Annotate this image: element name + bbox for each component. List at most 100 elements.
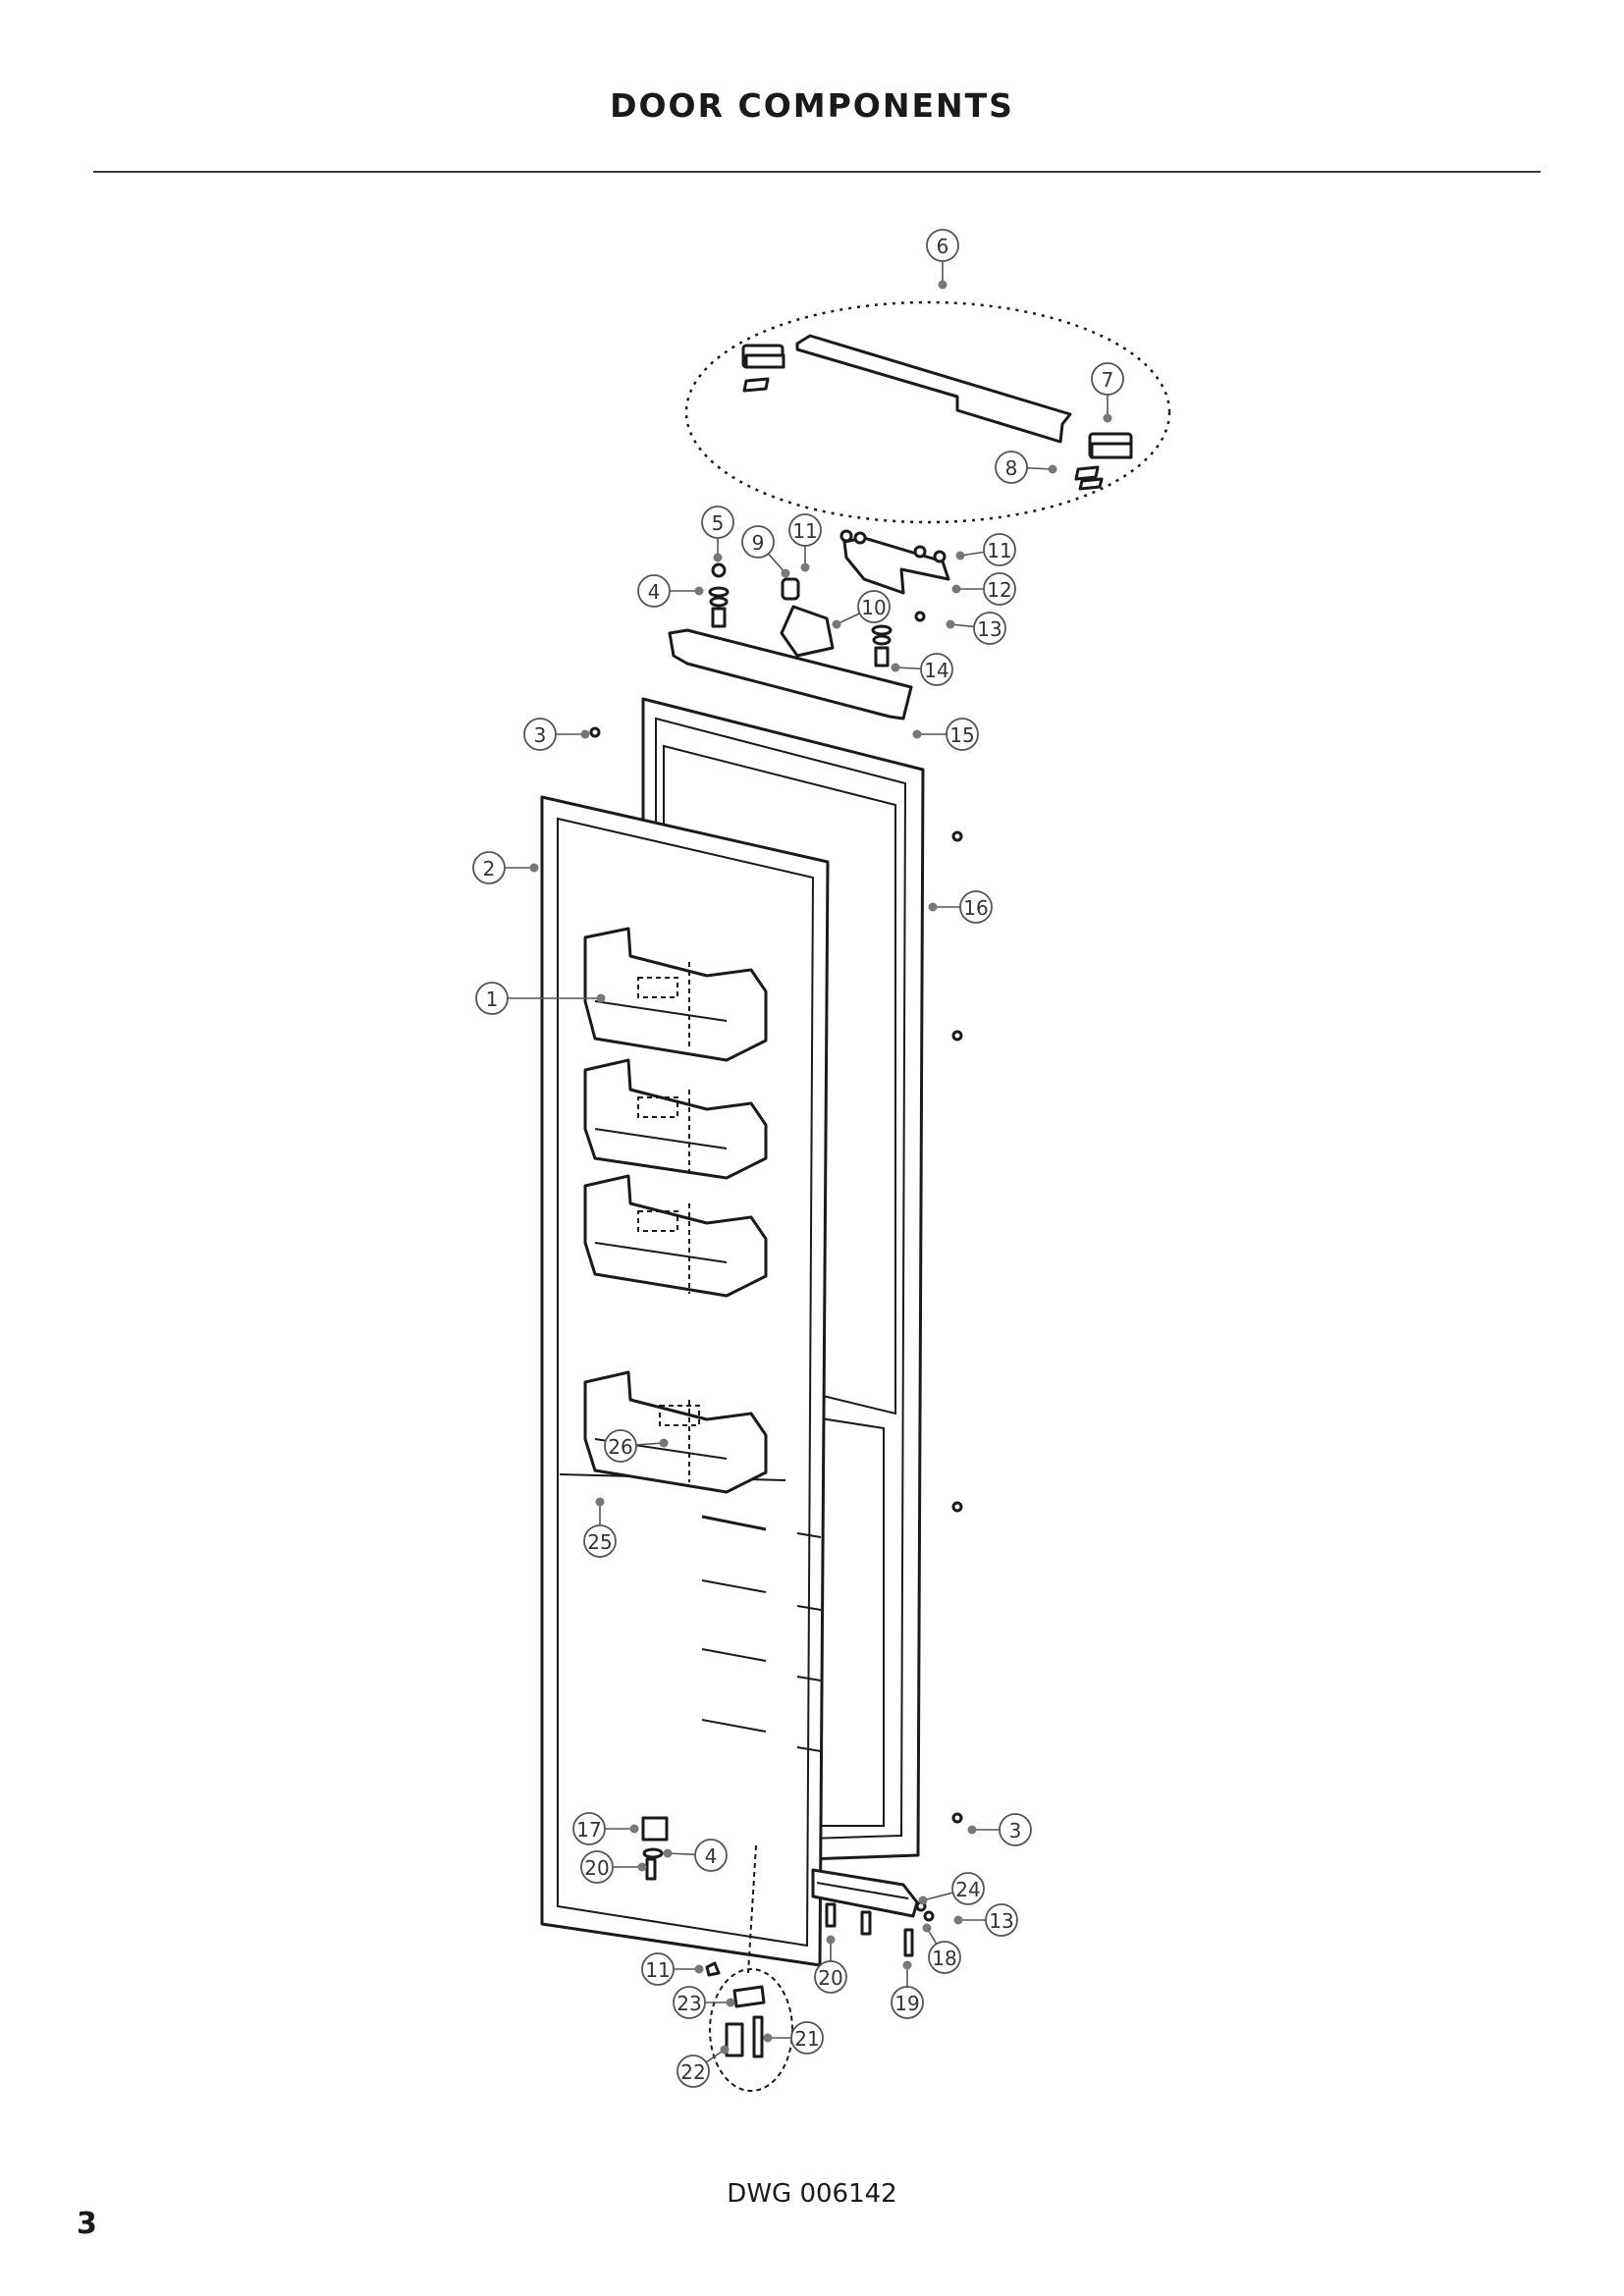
callout-1: 1 bbox=[475, 982, 606, 1015]
callout-dot bbox=[595, 1497, 605, 1507]
callout-dot bbox=[726, 1998, 735, 2007]
callout-dot bbox=[1103, 413, 1112, 423]
page-title: DOOR COMPONENTS bbox=[610, 86, 1014, 125]
callout-ring bbox=[580, 1850, 614, 1884]
callout-label: 24 bbox=[955, 1878, 980, 1901]
callout-label: 11 bbox=[645, 1958, 670, 1982]
callout-ring bbox=[472, 851, 506, 884]
callout-leader bbox=[922, 1892, 953, 1901]
callout-label: 20 bbox=[584, 1856, 609, 1880]
callout-ring bbox=[523, 718, 557, 751]
callout-label: 4 bbox=[648, 580, 661, 604]
callout-7: 7 bbox=[1091, 362, 1124, 423]
callout-ring bbox=[604, 1429, 637, 1463]
callout-3: 3 bbox=[523, 718, 590, 751]
callout-25: 25 bbox=[583, 1497, 617, 1558]
callout-dot bbox=[938, 280, 947, 290]
callout-dot bbox=[832, 619, 841, 629]
callout-9: 9 bbox=[741, 525, 790, 578]
callout-11: 11 bbox=[955, 533, 1016, 566]
drawing-number: DWG 006142 bbox=[727, 2179, 897, 2209]
callout-ring bbox=[857, 590, 891, 623]
callout-ring bbox=[741, 525, 775, 559]
callout-14: 14 bbox=[891, 653, 953, 686]
callout-11: 11 bbox=[641, 1952, 704, 1986]
callout-24: 24 bbox=[918, 1872, 985, 1905]
callout-10: 10 bbox=[832, 590, 891, 629]
callout-dot bbox=[580, 729, 590, 739]
callout-ring bbox=[891, 1986, 924, 2019]
callout-label: 26 bbox=[608, 1435, 632, 1459]
hinge-bracket bbox=[842, 536, 950, 595]
reed-switch bbox=[752, 2015, 764, 2058]
callout-ring bbox=[637, 574, 671, 608]
screw bbox=[933, 550, 947, 563]
callout-label: 11 bbox=[987, 539, 1011, 562]
callout-ring bbox=[973, 612, 1006, 645]
callout-label: 1 bbox=[486, 988, 499, 1011]
sensor-group-outline bbox=[709, 1968, 793, 2092]
callout-17: 17 bbox=[572, 1812, 639, 1845]
callout-dot bbox=[922, 1923, 932, 1933]
callout-26: 26 bbox=[604, 1429, 669, 1463]
callout-ring bbox=[641, 1952, 675, 1986]
parts-drawing bbox=[540, 300, 1171, 2092]
screw bbox=[853, 531, 867, 545]
callout-leader bbox=[635, 1442, 665, 1446]
callout-label: 16 bbox=[963, 896, 988, 920]
callout-22: 22 bbox=[677, 2045, 730, 2088]
callout-15: 15 bbox=[912, 718, 979, 751]
bottom-hinge-block bbox=[641, 1816, 669, 1842]
callout-label: 12 bbox=[987, 578, 1011, 602]
callout-label: 9 bbox=[752, 531, 765, 555]
callout-ring bbox=[995, 451, 1028, 484]
callout-label: 21 bbox=[794, 2027, 819, 2051]
callout-label: 17 bbox=[576, 1818, 601, 1842]
callout-dot bbox=[720, 2045, 730, 2055]
callout-19: 19 bbox=[891, 1960, 924, 2019]
callout-dot bbox=[529, 863, 539, 873]
hinge-cam bbox=[780, 605, 835, 658]
page-number: 3 bbox=[77, 2207, 97, 2241]
callout-ring bbox=[959, 890, 993, 924]
callout-4: 4 bbox=[637, 574, 704, 608]
callout-23: 23 bbox=[673, 1986, 735, 2019]
callout-ring bbox=[985, 1903, 1018, 1937]
callout-ring bbox=[814, 1960, 847, 1994]
callout-label: 13 bbox=[977, 617, 1001, 641]
callout-label: 15 bbox=[949, 723, 974, 747]
callout-ring bbox=[946, 718, 979, 751]
callout-ring bbox=[790, 2021, 824, 2055]
callout-dot bbox=[912, 729, 922, 739]
callout-dot bbox=[951, 584, 961, 594]
callout-20: 20 bbox=[814, 1935, 847, 1994]
callout-ring bbox=[928, 1941, 961, 1974]
callout-label: 10 bbox=[861, 596, 886, 619]
left-hinge-cover bbox=[741, 344, 785, 393]
callout-label: 2 bbox=[483, 857, 496, 881]
callout-20: 20 bbox=[580, 1850, 647, 1884]
top-cover-assembly-outline bbox=[684, 300, 1171, 524]
callout-label: 14 bbox=[924, 659, 948, 682]
callout-11: 11 bbox=[788, 513, 822, 572]
top-cover-bar bbox=[795, 334, 1072, 444]
callout-16: 16 bbox=[928, 890, 993, 924]
callout-ring bbox=[1091, 362, 1124, 396]
callout-5: 5 bbox=[701, 506, 734, 562]
callout-dot bbox=[826, 1935, 836, 1945]
callout-ring bbox=[999, 1813, 1032, 1846]
callout-dot bbox=[694, 586, 704, 596]
callout-ring bbox=[701, 506, 734, 539]
callout-ring bbox=[983, 533, 1016, 566]
callout-label: 11 bbox=[792, 519, 817, 543]
door-bin-3 bbox=[583, 1174, 768, 1298]
right-hinge-cover bbox=[1088, 432, 1133, 459]
callout-13: 13 bbox=[946, 612, 1006, 645]
callout-dot bbox=[891, 663, 900, 672]
callout-ring bbox=[788, 513, 822, 547]
callout-label: 13 bbox=[989, 1909, 1013, 1933]
callout-label: 25 bbox=[587, 1530, 612, 1554]
callout-4: 4 bbox=[663, 1839, 728, 1872]
